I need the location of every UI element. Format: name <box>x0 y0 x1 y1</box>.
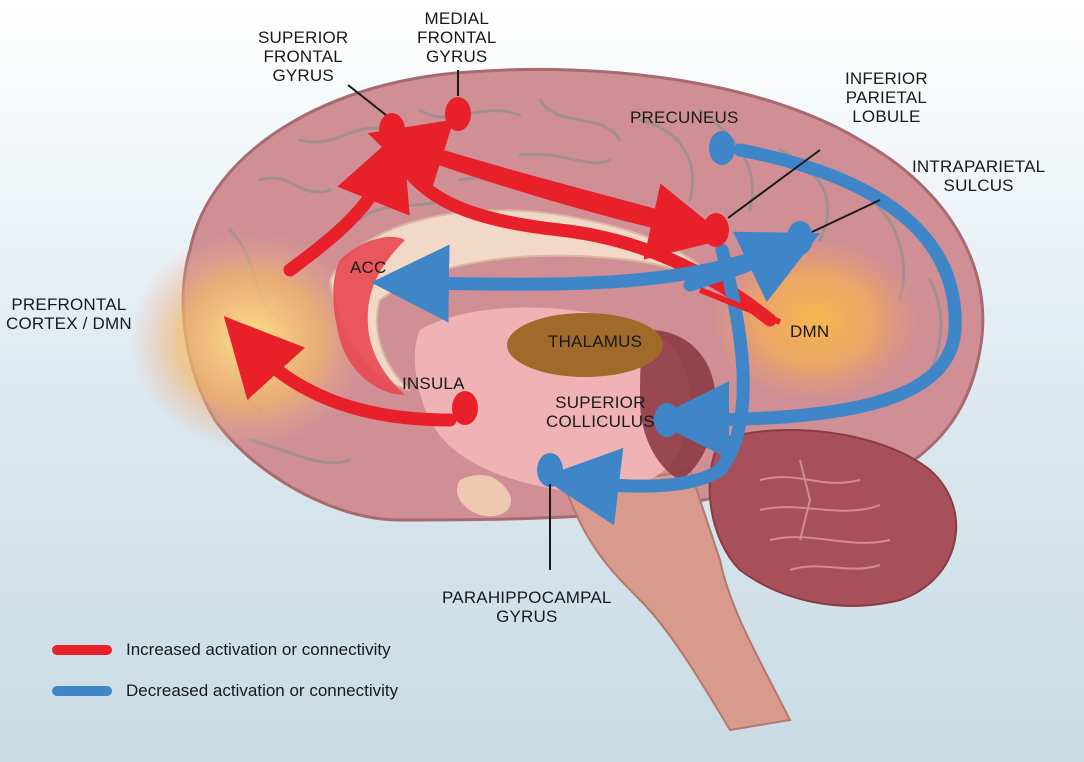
blue-nodes <box>537 131 813 487</box>
label-intraparietal-sulcus: INTRAPARIETAL SULCUS <box>912 157 1046 195</box>
legend-blue-swatch <box>52 686 112 696</box>
dmn-pointer <box>698 287 782 325</box>
ips-node <box>787 221 813 255</box>
label-superior-frontal-gyrus: SUPERIOR FRONTAL GYRUS <box>258 28 349 85</box>
legend-increased-label: Increased activation or connectivity <box>126 640 391 659</box>
cerebellum-branches <box>759 459 891 571</box>
label-parahippocampal-gyrus: PARAHIPPOCAMPAL GYRUS <box>442 588 612 626</box>
precuneus-to-sc-arrow <box>651 143 962 459</box>
legend-red-swatch <box>52 645 112 655</box>
label-precuneus: PRECUNEUS <box>630 108 739 127</box>
label-acc: ACC <box>350 258 387 277</box>
label-insula: INSULA <box>402 374 465 393</box>
label-dmn: DMN <box>790 322 830 341</box>
temporal-structures <box>456 475 511 517</box>
decreased-connections <box>371 143 962 526</box>
label-superior-colliculus: SUPERIOR COLLICULUS <box>546 393 655 431</box>
mfg-node <box>445 97 471 131</box>
insula-to-pfc-arrow <box>223 316 457 427</box>
label-inferior-parietal-lobule: INFERIOR PARIETAL LOBULE <box>845 69 928 126</box>
sc-node <box>654 403 680 437</box>
sfg-to-dmn-arrow <box>388 143 777 327</box>
cerebellum <box>708 429 957 607</box>
precuneus-node <box>709 131 735 165</box>
sfg-ipl-arrow-b <box>367 119 697 232</box>
insula-node <box>452 391 478 425</box>
label-prefrontal-cortex: PREFRONTAL CORTEX / DMN <box>6 295 132 333</box>
sfg-node <box>379 113 405 147</box>
thalamus <box>507 313 663 377</box>
leader-lines <box>347 70 881 570</box>
legend-increased: Increased activation or connectivity <box>52 640 391 660</box>
brainstem <box>558 468 792 732</box>
legend-decreased-label: Decreased activation or connectivity <box>126 681 399 700</box>
label-medial-frontal-gyrus: MEDIAL FRONTAL GYRUS <box>417 9 497 66</box>
increased-connections <box>223 119 777 427</box>
ipl-node <box>703 213 729 247</box>
legend-decreased: Decreased activation or connectivity <box>52 681 398 701</box>
ipl-to-parahippocampal-arrow <box>541 243 750 526</box>
label-thalamus: THALAMUS <box>548 332 643 351</box>
ipl-to-ips-arrow <box>683 231 821 303</box>
acc-region <box>333 236 405 395</box>
red-nodes <box>379 97 729 425</box>
parahippocampal-node <box>537 453 563 487</box>
